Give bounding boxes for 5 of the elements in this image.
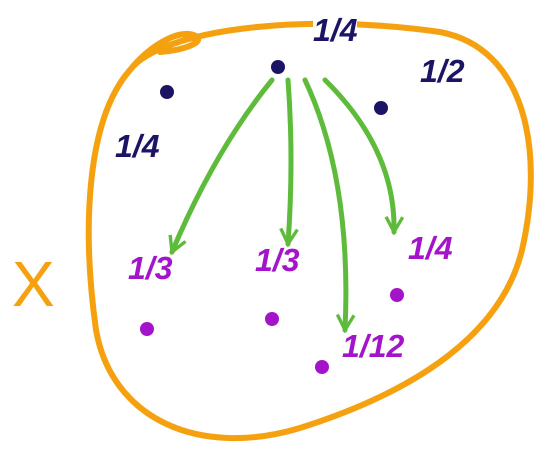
arrow (168, 78, 274, 254)
arrow (279, 78, 299, 246)
arrow (322, 78, 404, 234)
set-label: X (12, 252, 55, 316)
arrow (302, 78, 356, 332)
